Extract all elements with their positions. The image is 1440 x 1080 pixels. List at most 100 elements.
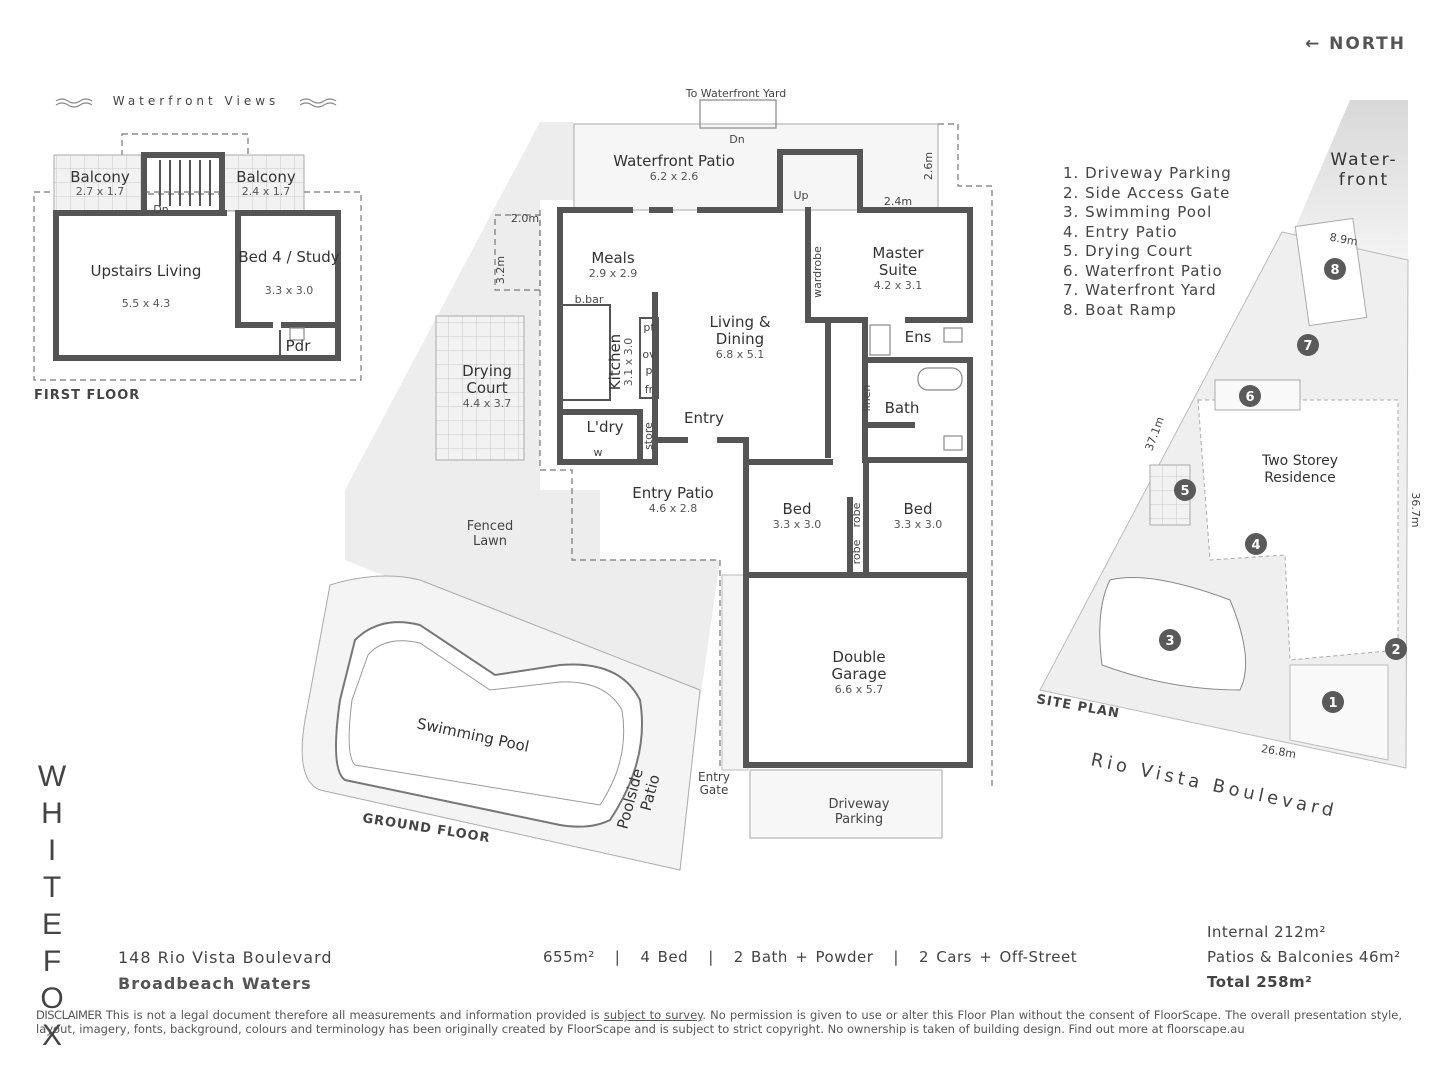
- svg-text:6. Waterfront Patio: 6. Waterfront Patio: [1063, 262, 1223, 280]
- svg-text:2.4m: 2.4m: [884, 195, 912, 208]
- svg-text:26.8m: 26.8m: [1260, 742, 1297, 761]
- svg-text:Parking: Parking: [835, 812, 883, 827]
- svg-text:6.6 x 5.7: 6.6 x 5.7: [835, 683, 884, 696]
- svg-text:Dn: Dn: [153, 203, 168, 216]
- site-marker-4: 4: [1245, 533, 1267, 555]
- svg-text:3.3 x 3.0: 3.3 x 3.0: [894, 518, 943, 531]
- svg-text:L'dry: L'dry: [586, 418, 623, 436]
- svg-text:3.3 x 3.0: 3.3 x 3.0: [265, 284, 314, 297]
- toilet-icon: [289, 327, 305, 341]
- svg-text:linen: linen: [860, 385, 873, 412]
- bed4-label: Bed 4 / Study: [238, 248, 339, 266]
- svg-text:Balcony: Balcony: [236, 168, 296, 186]
- svg-text:3.1 x 3.0: 3.1 x 3.0: [622, 338, 635, 387]
- svg-text:Fenced: Fenced: [467, 519, 513, 534]
- svg-text:4.4 x 3.7: 4.4 x 3.7: [463, 397, 512, 410]
- svg-text:Garage: Garage: [832, 665, 887, 683]
- kitchen-bench: [562, 304, 611, 401]
- site-legend: 1. Driveway Parking 2. Side Access Gate …: [1063, 164, 1231, 319]
- street-label: Rio Vista Boulevard: [1089, 749, 1339, 822]
- svg-text:b.bar: b.bar: [575, 293, 604, 306]
- svg-text:To Waterfront Yard: To Waterfront Yard: [685, 87, 787, 100]
- svg-text:7. Waterfront Yard: 7. Waterfront Yard: [1063, 281, 1217, 299]
- svg-text:Two Storey: Two Storey: [1261, 453, 1338, 469]
- svg-text:Court: Court: [466, 379, 507, 397]
- svg-text:Bath: Bath: [885, 399, 920, 417]
- svg-text:Residence: Residence: [1264, 470, 1336, 486]
- svg-text:2.7 x 1.7: 2.7 x 1.7: [76, 185, 125, 198]
- svg-text:robe: robe: [850, 502, 863, 527]
- drying-court: [435, 315, 525, 461]
- svg-text:Kitchen: Kitchen: [606, 334, 624, 390]
- svg-text:36.7m: 36.7m: [1409, 492, 1422, 527]
- svg-text:5. Drying Court: 5. Drying Court: [1063, 242, 1193, 260]
- svg-text:Drying: Drying: [462, 362, 512, 380]
- ground-floor-plan: To Waterfront Yard Dn Up 2.6m 2.4m 2.0m …: [301, 87, 993, 871]
- svg-text:2: 2: [1391, 643, 1400, 658]
- site-marker-5: 5: [1174, 479, 1196, 501]
- bathtub-icon: [917, 367, 963, 391]
- svg-text:ov: ov: [642, 348, 656, 361]
- waterfront-views-label: Waterfront Views: [113, 94, 280, 108]
- balcony-right: [221, 154, 305, 212]
- svg-text:5: 5: [1180, 484, 1189, 499]
- svg-text:8.9m: 8.9m: [1329, 231, 1359, 249]
- first-floor-plan: Waterfront Views Balcony 2.7 x 1.7 Balco…: [33, 94, 362, 403]
- svg-text:6: 6: [1245, 390, 1254, 405]
- svg-text:Gate: Gate: [700, 783, 729, 797]
- svg-text:2.4 x 1.7: 2.4 x 1.7: [242, 185, 291, 198]
- svg-text:1: 1: [1328, 696, 1337, 711]
- driveway-parking-area: [749, 769, 943, 839]
- svg-text:Balcony: Balcony: [70, 168, 130, 186]
- svg-text:Bed: Bed: [782, 500, 811, 518]
- svg-text:store: store: [642, 422, 655, 450]
- waterfront-water: [1290, 100, 1408, 260]
- svg-text:Master: Master: [872, 244, 924, 262]
- svg-text:2.0m: 2.0m: [511, 212, 539, 225]
- svg-text:Meals: Meals: [591, 249, 635, 267]
- svg-text:37.1m: 37.1m: [1143, 415, 1167, 453]
- svg-text:7: 7: [1303, 339, 1312, 354]
- svg-text:Living &: Living &: [709, 313, 770, 331]
- svg-text:fr: fr: [645, 383, 654, 396]
- upstairs-living-label: Upstairs Living: [91, 262, 202, 280]
- stairs-icon: [159, 160, 211, 206]
- svg-text:3: 3: [1165, 634, 1174, 649]
- svg-text:Double: Double: [832, 648, 885, 666]
- site-marker-3: 3: [1159, 629, 1181, 651]
- svg-text:4.6 x 2.8: 4.6 x 2.8: [649, 502, 698, 515]
- svg-text:4: 4: [1251, 538, 1260, 553]
- svg-text:4. Entry Patio: 4. Entry Patio: [1063, 223, 1178, 241]
- first-floor-title: FIRST FLOOR: [34, 388, 140, 403]
- svg-text:Pdr: Pdr: [286, 337, 312, 355]
- svg-text:pt: pt: [643, 321, 655, 334]
- svg-text:Up: Up: [793, 189, 808, 202]
- svg-text:2.6m: 2.6m: [922, 152, 935, 180]
- steps-to-yard: [699, 99, 777, 129]
- svg-text:front: front: [1339, 170, 1389, 190]
- toilet-icon: [943, 435, 963, 451]
- svg-text:Entry: Entry: [698, 770, 730, 784]
- swimming-pool: [335, 621, 643, 828]
- svg-text:wardrobe: wardrobe: [811, 246, 824, 298]
- svg-text:2. Side Access Gate: 2. Side Access Gate: [1063, 184, 1230, 202]
- svg-text:p: p: [646, 364, 653, 377]
- svg-text:Entry Patio: Entry Patio: [632, 484, 713, 502]
- site-marker-7: 7: [1297, 334, 1319, 356]
- balcony-left: [53, 154, 143, 212]
- svg-text:6.8 x 5.1: 6.8 x 5.1: [716, 348, 765, 361]
- svg-text:6.2 x 2.6: 6.2 x 2.6: [650, 170, 699, 183]
- site-marker-6: 6: [1239, 385, 1261, 407]
- site-marker-8: 8: [1324, 258, 1346, 280]
- wave-icon: [299, 98, 337, 108]
- svg-text:3. Swimming Pool: 3. Swimming Pool: [1063, 203, 1212, 221]
- fenced-lawn-area: [345, 122, 720, 700]
- svg-text:5.5 x 4.3: 5.5 x 4.3: [122, 297, 171, 310]
- svg-text:Lawn: Lawn: [473, 534, 507, 549]
- wave-icon: [55, 98, 93, 108]
- toilet-icon: [943, 327, 963, 343]
- svg-text:Suite: Suite: [879, 261, 917, 279]
- svg-text:robe: robe: [850, 539, 863, 564]
- site-driveway: [1289, 664, 1389, 761]
